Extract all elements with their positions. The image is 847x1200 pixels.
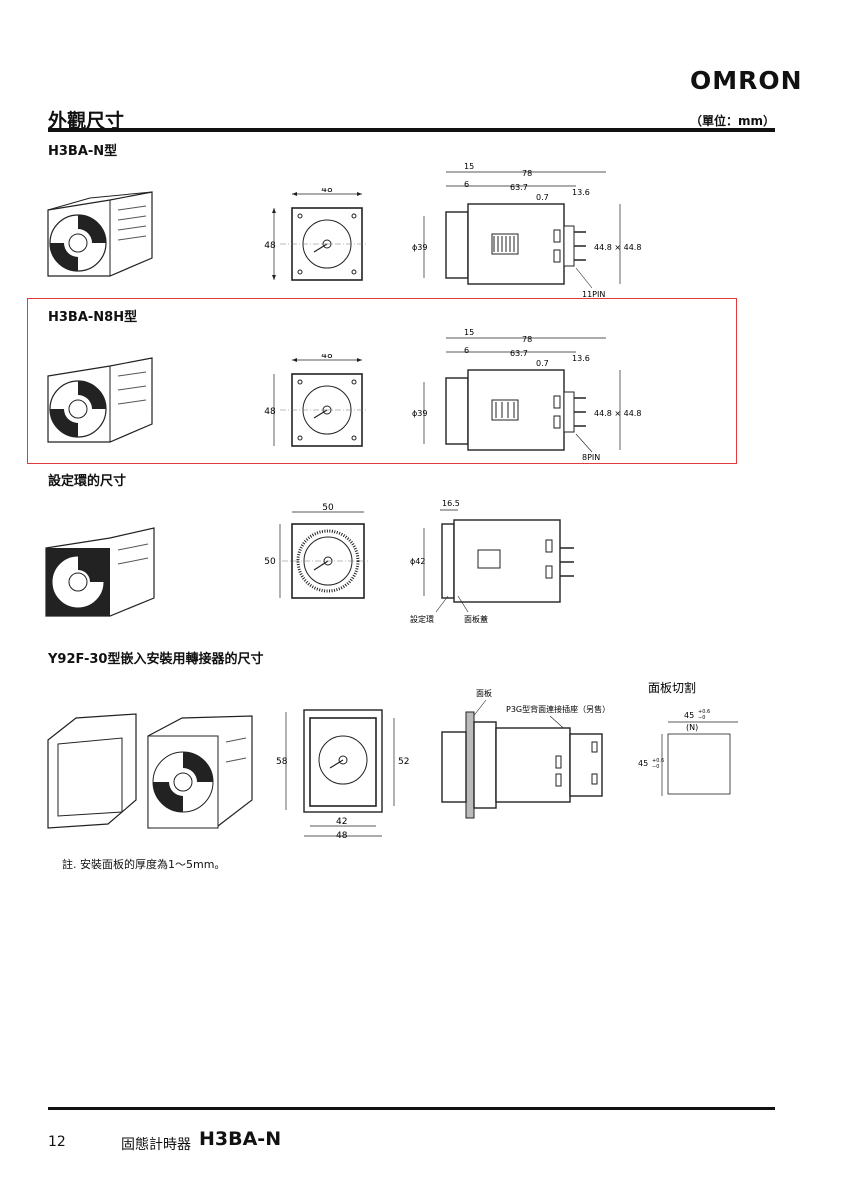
svg-text:63.7: 63.7 bbox=[510, 183, 528, 192]
brand-logo: OMRON bbox=[690, 66, 803, 95]
dim-height: 48 bbox=[264, 241, 276, 251]
timer-illustration-1 bbox=[47, 191, 153, 277]
svg-text:−0: −0 bbox=[698, 715, 705, 721]
svg-text:15: 15 bbox=[464, 162, 474, 171]
side-view-1: 15 78 6 63.7 0.7 13.6 ϕ39 44.8 × 44.8 11… bbox=[412, 162, 641, 299]
svg-text:ϕ39: ϕ39 bbox=[412, 243, 427, 252]
svg-text:面板切割: 面板切割 bbox=[648, 680, 696, 695]
side-view-2: 15 78 6 63.7 0.7 13.6 ϕ39 44.8 × 44.8 8P… bbox=[412, 328, 641, 462]
svg-text:(N): (N) bbox=[686, 723, 698, 732]
front-view-4: 58 52 42 48 bbox=[276, 709, 409, 841]
front-view-3: 50 50 bbox=[264, 503, 368, 599]
footer-title: 固態計時器 bbox=[121, 1137, 191, 1153]
svg-text:44.8 × 44.8: 44.8 × 44.8 bbox=[594, 409, 641, 418]
svg-text:45: 45 bbox=[638, 759, 648, 768]
section-title-adapter: Y92F-30型嵌入安裝用轉接器的尺寸 bbox=[48, 652, 264, 667]
svg-text:63.7: 63.7 bbox=[510, 349, 528, 358]
svg-text:44.8 × 44.8: 44.8 × 44.8 bbox=[594, 243, 641, 252]
section-title-h3ba-n: H3BA-N型 bbox=[48, 144, 118, 159]
svg-text:ϕ39: ϕ39 bbox=[412, 409, 427, 418]
svg-text:0.7: 0.7 bbox=[536, 193, 549, 202]
svg-text:面板蓋: 面板蓋 bbox=[464, 614, 488, 624]
svg-text:11PIN: 11PIN bbox=[582, 290, 605, 299]
section-title-h3ba-n8h: H3BA-N8H型 bbox=[48, 310, 138, 325]
panel-cutout-diagram: 面板切割 45 +0.6 −0 (N) 45 +0.6 −0 bbox=[638, 680, 738, 796]
svg-text:48: 48 bbox=[336, 831, 348, 841]
footer-rule bbox=[48, 1107, 775, 1110]
adapter-illustration bbox=[47, 713, 253, 829]
svg-text:13.6: 13.6 bbox=[572, 354, 590, 363]
svg-text:42: 42 bbox=[336, 817, 347, 827]
front-view-1: 48 48 bbox=[264, 188, 366, 281]
svg-text:13.6: 13.6 bbox=[572, 188, 590, 197]
highlight-frame bbox=[27, 298, 737, 464]
svg-text:48: 48 bbox=[264, 407, 276, 417]
svg-text:ϕ42: ϕ42 bbox=[410, 557, 425, 566]
dim-width: 48 bbox=[321, 188, 333, 195]
timer-illustration-2 bbox=[47, 357, 153, 443]
svg-text:P3G型背面連接插座（另售）: P3G型背面連接插座（另售） bbox=[506, 704, 610, 714]
svg-text:48: 48 bbox=[321, 354, 333, 361]
svg-text:50: 50 bbox=[322, 503, 334, 513]
page-number: 12 bbox=[48, 1134, 66, 1150]
svg-text:45: 45 bbox=[684, 711, 694, 720]
svg-text:6: 6 bbox=[464, 346, 469, 355]
svg-text:78: 78 bbox=[522, 335, 532, 344]
svg-text:0.7: 0.7 bbox=[536, 359, 549, 368]
svg-text:+0.6: +0.6 bbox=[652, 758, 664, 764]
footnote: 註. 安裝面板的厚度為1～5mm。 bbox=[62, 858, 226, 871]
svg-text:8PIN: 8PIN bbox=[582, 453, 600, 462]
section-title-ring: 設定環的尺寸 bbox=[48, 474, 127, 489]
side-view-3: 16.5 ϕ42 設定環 面板蓋 bbox=[410, 499, 574, 624]
svg-text:+0.6: +0.6 bbox=[698, 709, 710, 715]
svg-text:50: 50 bbox=[264, 557, 276, 567]
svg-text:78: 78 bbox=[522, 169, 532, 178]
svg-text:6: 6 bbox=[464, 180, 469, 189]
unit-label: （單位：mm） bbox=[689, 114, 775, 128]
timer-illustration-3 bbox=[45, 527, 155, 617]
front-view-2: 48 48 bbox=[264, 354, 366, 447]
header-rule bbox=[48, 128, 775, 132]
svg-text:16.5: 16.5 bbox=[442, 499, 460, 508]
svg-text:設定環: 設定環 bbox=[410, 614, 434, 624]
svg-text:−0: −0 bbox=[652, 764, 659, 770]
page-title: 外觀尺寸 bbox=[48, 110, 125, 132]
svg-text:58: 58 bbox=[276, 757, 288, 767]
svg-text:面板: 面板 bbox=[476, 688, 492, 698]
svg-text:52: 52 bbox=[398, 757, 409, 767]
side-view-4: 面板 P3G型背面連接插座（另售） bbox=[441, 688, 610, 819]
footer-model: H3BA-N bbox=[199, 1128, 282, 1150]
svg-text:15: 15 bbox=[464, 328, 474, 337]
